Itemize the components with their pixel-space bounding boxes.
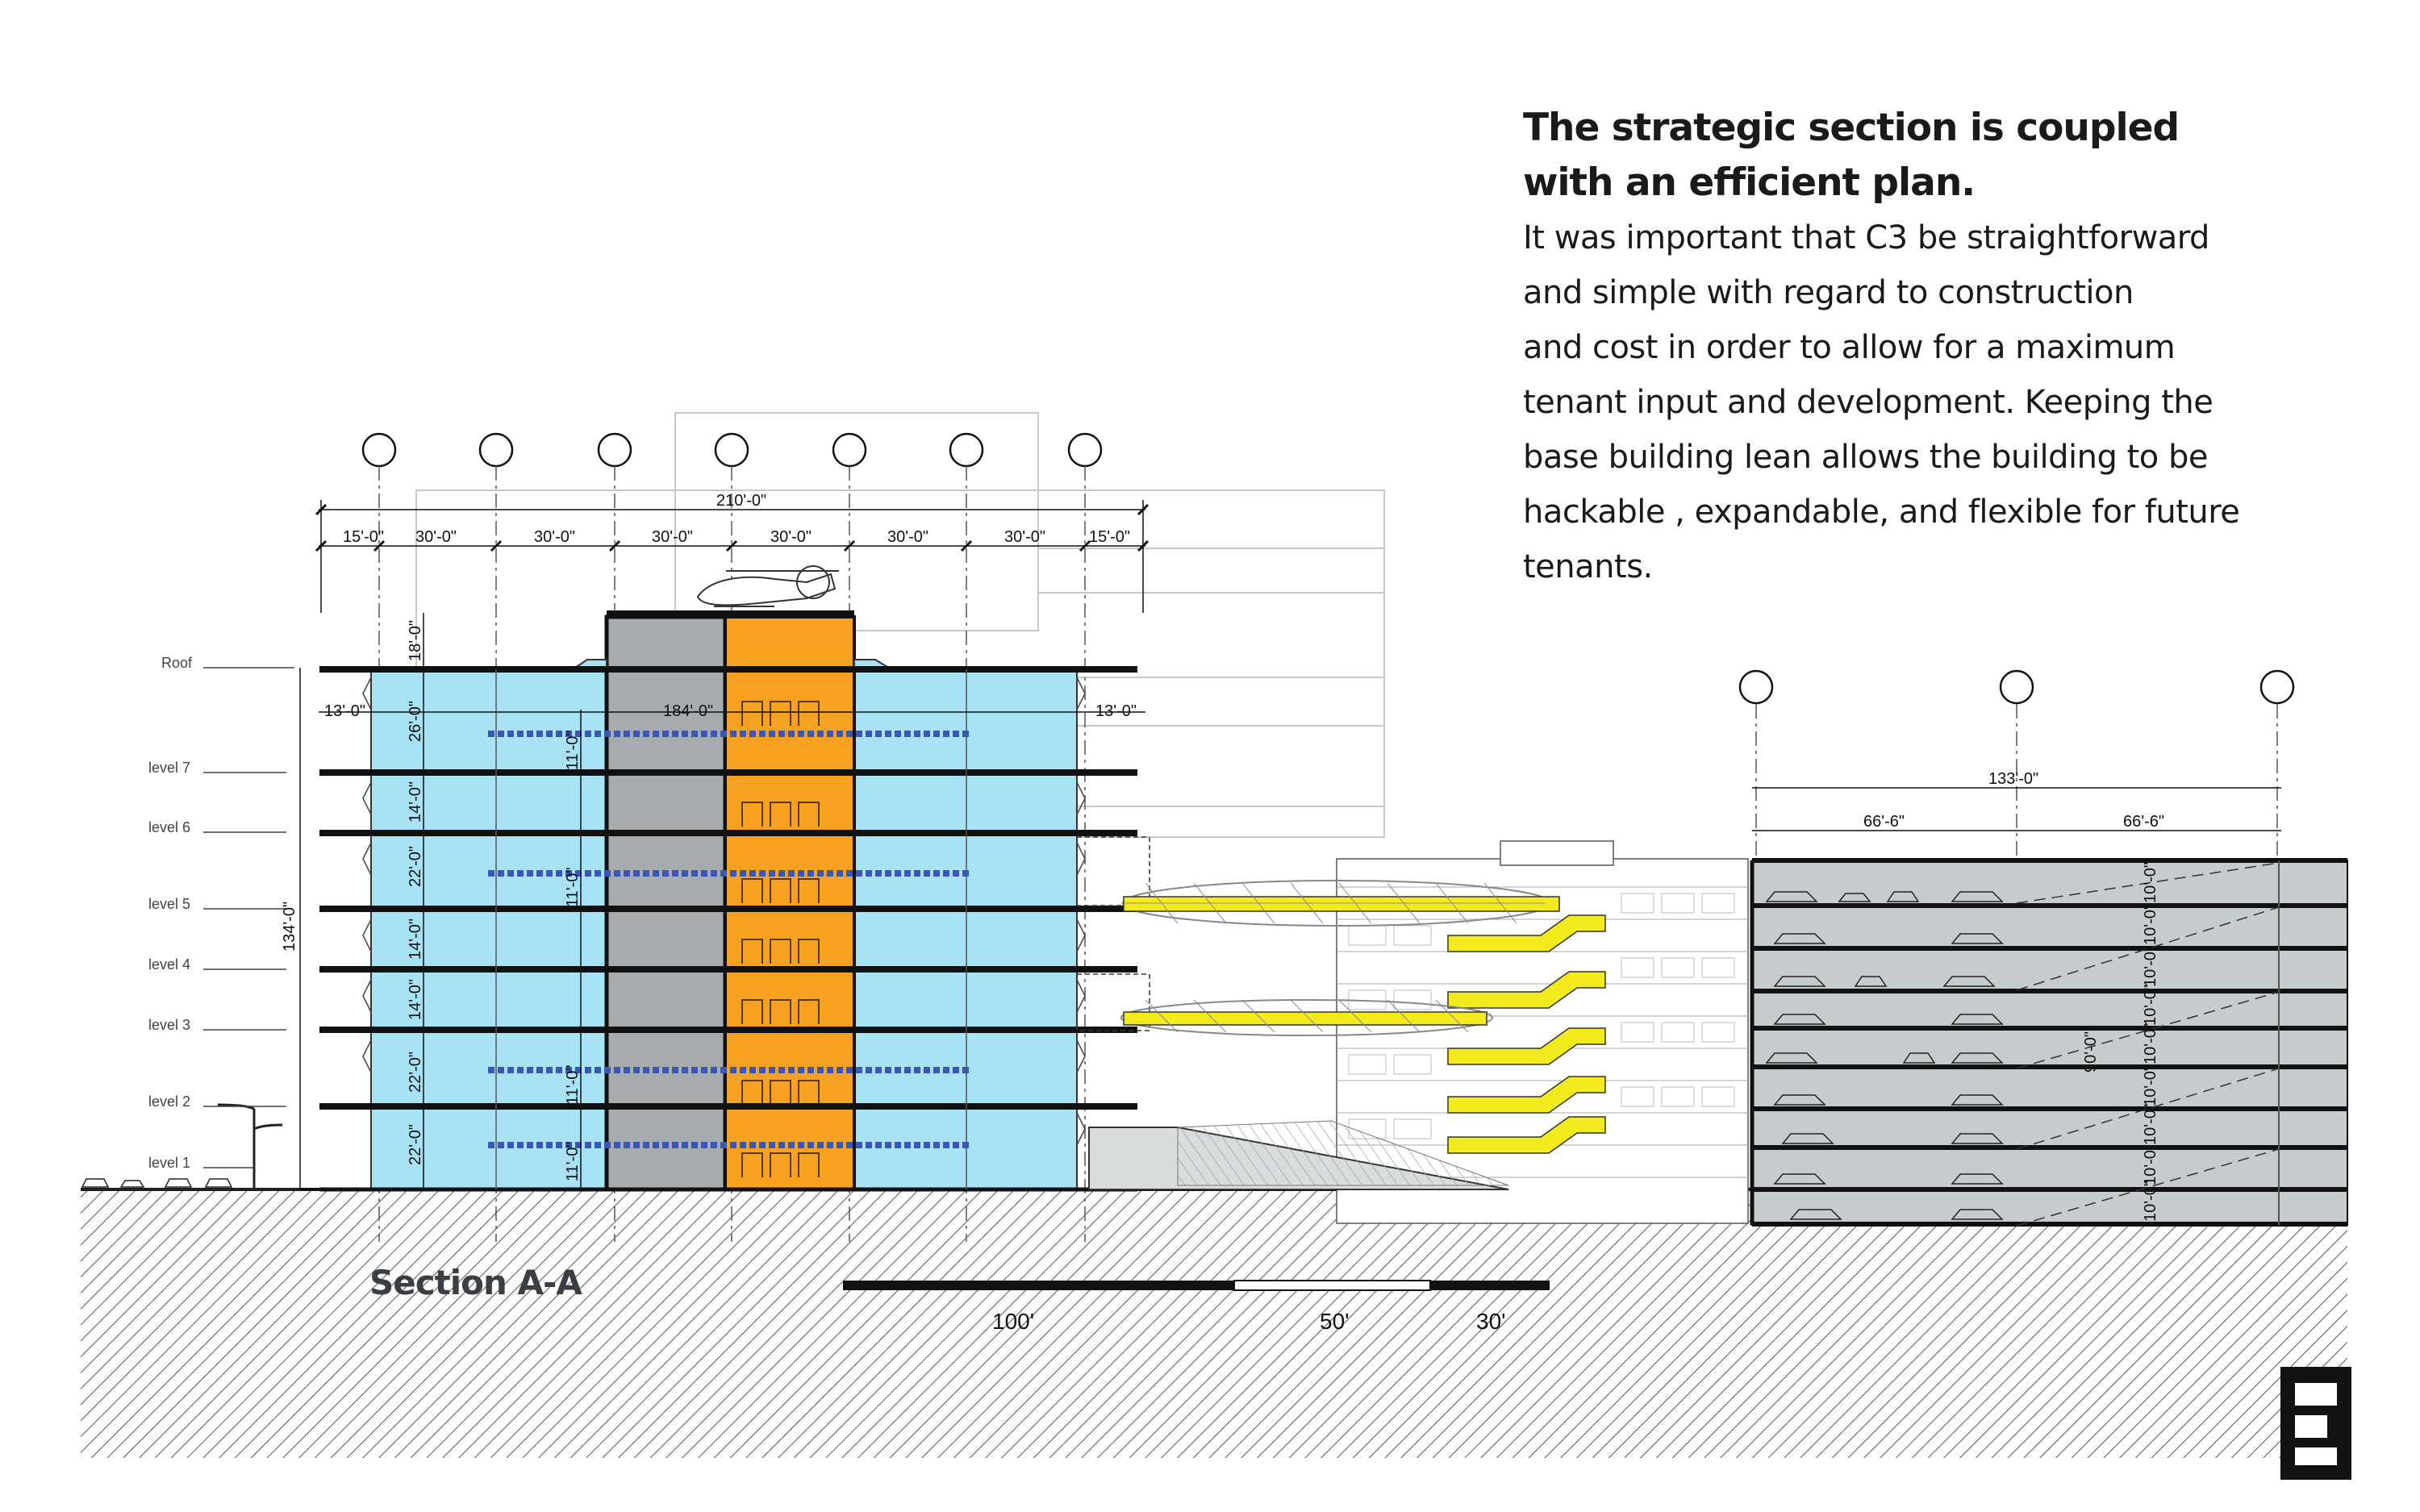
dim-floor-2: 22'-0" [407, 1052, 424, 1093]
garage-floor-dim-8: 10'-0" [2142, 1144, 2159, 1185]
level-label-1: level 1 [148, 1155, 190, 1171]
body-line-3: and cost in order to allow for a maximum [1523, 329, 2176, 366]
bridge-lower [1120, 999, 1493, 1036]
dim-floor-1: 22'-0" [407, 1124, 424, 1165]
headline-line-2: with an efficient plan. [1523, 160, 1976, 205]
street-cars [81, 1178, 298, 1191]
section-title: Section A-A [369, 1263, 582, 1302]
dim-inner-left: 13'-0" [324, 702, 365, 720]
yellow-stair [1447, 914, 1606, 1154]
headline-line-1: The strategic section is coupled [1523, 106, 2180, 150]
garage-dim-height: 90'-0" [2082, 1031, 2100, 1073]
parking-garage [1750, 858, 2348, 1227]
dim-bay-7: 30'-0" [1004, 528, 1045, 546]
dim-minor-4: 11'-0" [564, 1142, 582, 1181]
vertical-dimension-lines [299, 613, 582, 1189]
grid-bubbles-main [361, 432, 1103, 468]
dim-floor-7: 26'-0" [407, 701, 424, 742]
dim-floor-4: 14'-0" [407, 918, 424, 960]
level-label-5: level 5 [148, 896, 190, 912]
level-marker-lines [203, 667, 294, 1168]
dim-bay-4: 30'-0" [652, 528, 693, 546]
top-dimension-lines [315, 500, 1150, 713]
scale-bar [843, 1280, 1550, 1291]
garage-floor-dim-3: 10'-0" [2142, 946, 2159, 987]
body-line-7: tenants. [1523, 548, 1653, 585]
garage-floor-dim-6: 10'-0" [2142, 1065, 2159, 1106]
dim-bay-6: 30'-0" [887, 528, 928, 546]
level-label-3: level 3 [148, 1017, 190, 1033]
level-label-roof: Roof [161, 655, 193, 671]
dim-floor-3: 14'-0" [407, 979, 424, 1020]
body-line-4: tenant input and development. Keeping th… [1523, 384, 2213, 421]
garage-floor-dim-4: 10'-0" [2142, 985, 2159, 1026]
body-line-2: and simple with regard to construction [1523, 274, 2134, 311]
dim-floor-roof: 18'-0" [407, 620, 424, 661]
stepped-terrace [1088, 1120, 1509, 1190]
body-line-5: base building lean allows the building t… [1523, 439, 2208, 476]
body-line-1: It was important that C3 be straightforw… [1523, 219, 2209, 256]
dim-overall-height: 134'-0" [281, 902, 298, 952]
scale-label-50: 50' [1320, 1309, 1350, 1334]
dim-minor-3: 11'-0" [564, 1065, 582, 1105]
dim-bay-2: 30'-0" [415, 528, 457, 546]
dim-minor-2: 11'-0" [564, 868, 582, 907]
dim-bay-5: 30'-0" [770, 528, 812, 546]
grid-bubbles-garage [1738, 669, 2295, 705]
level-label-6: level 6 [148, 819, 190, 835]
garage-floor-dim-7: 10'-0" [2142, 1104, 2159, 1145]
description-block: The strategic section is coupled with an… [1523, 101, 2249, 594]
body-line-6: hackable , expandable, and flexible for … [1523, 494, 2240, 531]
dim-inner-mid: 184'-0" [663, 702, 713, 720]
dim-floor-5: 22'-0" [407, 846, 424, 887]
dim-overall-width: 210'-0" [716, 492, 766, 510]
dim-bay-3: 30'-0" [534, 528, 575, 546]
dim-bay-8: 15'-0" [1089, 528, 1130, 546]
bridge-upper [1122, 880, 1560, 927]
dim-bay-1: 15'-0" [343, 528, 384, 546]
level-label-2: level 2 [148, 1093, 190, 1110]
ground-hatch [81, 1188, 2347, 1458]
garage-dim-overall: 133'-0" [1988, 770, 2038, 788]
c3-logo [2280, 1367, 2351, 1480]
garage-dim-bay-2: 66'-6" [2123, 813, 2164, 831]
garage-floor-dim-1: 10'-0" [2142, 862, 2159, 903]
garage-floor-dim-2: 10'-0" [2142, 904, 2159, 945]
level-label-4: level 4 [148, 956, 190, 973]
dim-inner-right: 13'-0" [1095, 702, 1137, 720]
dim-minor-1: 11'-0" [564, 731, 582, 770]
streetlight-icon [217, 1103, 283, 1189]
garage-dimension-lines [1752, 787, 2281, 831]
level-label-7: level 7 [148, 760, 190, 776]
garage-floor-dim-5: 10'-0" [2142, 1023, 2159, 1064]
garage-floor-dim-9: 10'-0" [2142, 1181, 2159, 1222]
dim-floor-6: 14'-0" [407, 781, 424, 823]
garage-dim-bay-1: 66'-6" [1863, 813, 1905, 831]
scale-label-100: 100' [992, 1309, 1034, 1334]
office-building [319, 610, 1150, 1192]
helicopter-icon [696, 565, 839, 607]
scale-label-30: 30' [1476, 1309, 1506, 1334]
